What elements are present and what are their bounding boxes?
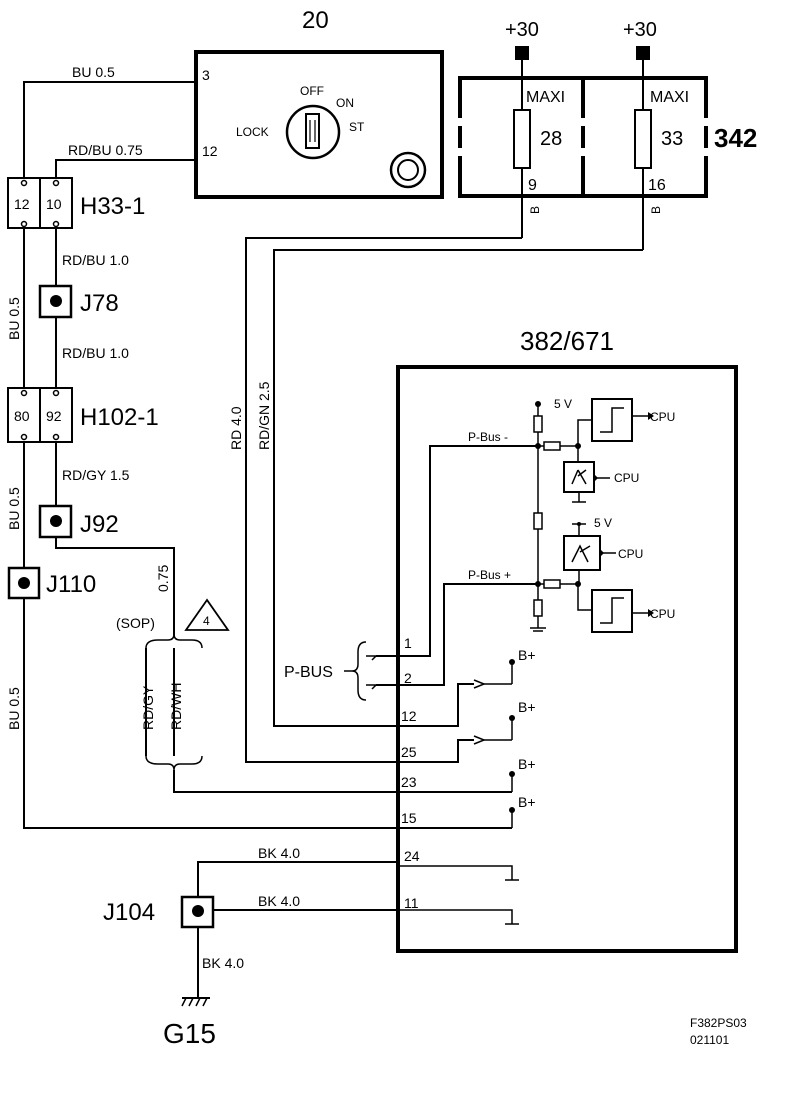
note-triangle-icon: 4: [184, 598, 230, 631]
junction-j104: J104: [103, 895, 215, 929]
figure-code: F382PS03: [690, 1016, 747, 1030]
ignition-switch-box: [194, 50, 444, 199]
sop-label: (SOP): [116, 615, 155, 631]
fuse-33: [634, 109, 652, 169]
h102-pin-80: 80: [14, 408, 30, 424]
h33-id: H33-1: [80, 193, 145, 220]
fuse-1-label: MAXI: [526, 89, 565, 106]
cpu-label-4: CPU: [650, 607, 675, 621]
pin-12: 12: [401, 708, 417, 724]
wire-rdwh: RD/WH: [168, 683, 184, 730]
receiver-upper-icon: [591, 398, 633, 442]
supply-label-1: +30: [505, 19, 539, 41]
j92-id: J92: [80, 511, 119, 538]
ignition-pin-3: 3: [202, 67, 210, 83]
module-id: 382/671: [520, 326, 614, 356]
wire-rdgy: RD/GY: [140, 685, 156, 730]
ignition-pos-st: ST: [349, 120, 365, 134]
j104-id: J104: [103, 899, 155, 926]
fuse-box: 342 +30 +30 MAXI 28 9 B MAXI 33 16 B: [455, 19, 757, 250]
wire-rdbu10-a: RD/BU 1.0: [62, 252, 129, 268]
ignition-pos-off: OFF: [300, 84, 324, 98]
bplus-4: B+: [518, 794, 536, 810]
wire-rdbu075: RD/BU 0.75: [68, 142, 143, 158]
module-outline: [396, 365, 738, 953]
ground-circuit: BK 4.0 BK 4.0 J104 BK 4.0 G15: [103, 845, 398, 1049]
fuse-1-wire: B: [528, 206, 542, 214]
j110-id: J110: [46, 571, 96, 598]
pbus-label: P-BUS: [284, 664, 333, 681]
wire-rdbu10-b: RD/BU 1.0: [62, 345, 129, 361]
pin-1: 1: [404, 635, 412, 651]
wire-bu05-v1: BU 0.5: [6, 297, 22, 340]
wire-rd40: RD 4.0: [228, 406, 244, 450]
bplus-1: B+: [518, 647, 536, 663]
pin-15: 15: [401, 810, 417, 826]
fuse-28: [513, 109, 531, 169]
supply-5v-1: 5 V: [554, 397, 572, 411]
h33-pin-12: 12: [14, 196, 30, 212]
pin-2: 2: [404, 670, 412, 686]
pin-24: 24: [404, 848, 420, 864]
ignition-pos-lock: LOCK: [236, 125, 269, 139]
connector-h102-1: 80 92 H102-1: [7, 387, 159, 443]
supply-terminal-2: [636, 46, 650, 60]
wire-bu05-top: BU 0.5: [72, 64, 115, 80]
ignition-switch: 20 3 12 OFF ON ST LOCK: [194, 7, 444, 199]
junction-j78: J78: [38, 284, 119, 319]
figure-date: 021101: [690, 1033, 729, 1047]
fuse-1-pin: 9: [528, 177, 537, 194]
pin-23: 23: [401, 774, 417, 790]
ground-icon: [181, 997, 210, 1007]
left-harness: BU 0.5 RD/BU 0.75 12 10 H33-1 BU 0.5 RD/…: [6, 64, 398, 829]
note-number: 4: [203, 614, 210, 628]
fuse-box-id: 342: [714, 123, 757, 153]
fuse-1-number: 28: [540, 128, 562, 150]
wire-bk40-a: BK 4.0: [258, 845, 300, 861]
bplus-3: B+: [518, 756, 536, 772]
h102-id: H102-1: [80, 404, 159, 431]
wire-bu05-v2: BU 0.5: [6, 487, 22, 530]
ignition-pos-on: ON: [336, 96, 354, 110]
wire-bu05-v3: BU 0.5: [6, 687, 22, 730]
fuse-2-pin: 16: [648, 177, 666, 194]
pin-11: 11: [404, 895, 419, 911]
feed-wires: RD 4.0 RD/GN 2.5: [228, 237, 643, 763]
j78-id: J78: [80, 290, 119, 317]
ignition-switch-id: 20: [302, 7, 329, 34]
fuse-2-label: MAXI: [650, 89, 689, 106]
supply-5v-2: 5 V: [594, 516, 612, 530]
wire-075: 0.75: [155, 565, 171, 592]
wire-bk40-b: BK 4.0: [258, 893, 300, 909]
supply-label-2: +30: [623, 19, 657, 41]
pbus-minus-label: P-Bus -: [468, 430, 508, 444]
h102-pin-92: 92: [46, 408, 62, 424]
ignition-pin-12: 12: [202, 143, 218, 159]
control-module: 382/671 P-BUS 1 2 12 25 23 15 24 11 P-Bu…: [284, 326, 738, 953]
junction-j110: J110: [7, 566, 96, 600]
fuse-2-number: 33: [661, 128, 683, 150]
ground-id: G15: [163, 1018, 216, 1049]
supply-terminal-1: [515, 46, 529, 60]
cpu-label-1: CPU: [650, 410, 675, 424]
wire-bk40-c: BK 4.0: [202, 955, 244, 971]
transistor-lower-icon: [563, 535, 601, 571]
junction-j92: J92: [38, 504, 119, 539]
switch-light-icon: [389, 151, 427, 189]
cpu-label-2: CPU: [614, 471, 639, 485]
wire-rdgn25: RD/GN 2.5: [256, 381, 272, 450]
fuse-2-wire: B: [649, 206, 663, 214]
connector-h33-1: 12 10 H33-1: [7, 177, 145, 229]
pin-25: 25: [401, 744, 417, 760]
key-cylinder-icon: [285, 104, 341, 160]
cpu-label-3: CPU: [618, 547, 643, 561]
h33-pin-10: 10: [46, 196, 62, 212]
wire-rdgy15: RD/GY 1.5: [62, 467, 130, 483]
transistor-upper-icon: [563, 461, 595, 493]
bplus-2: B+: [518, 699, 536, 715]
pbus-plus-label: P-Bus +: [468, 568, 511, 582]
receiver-lower-icon: [591, 589, 633, 633]
